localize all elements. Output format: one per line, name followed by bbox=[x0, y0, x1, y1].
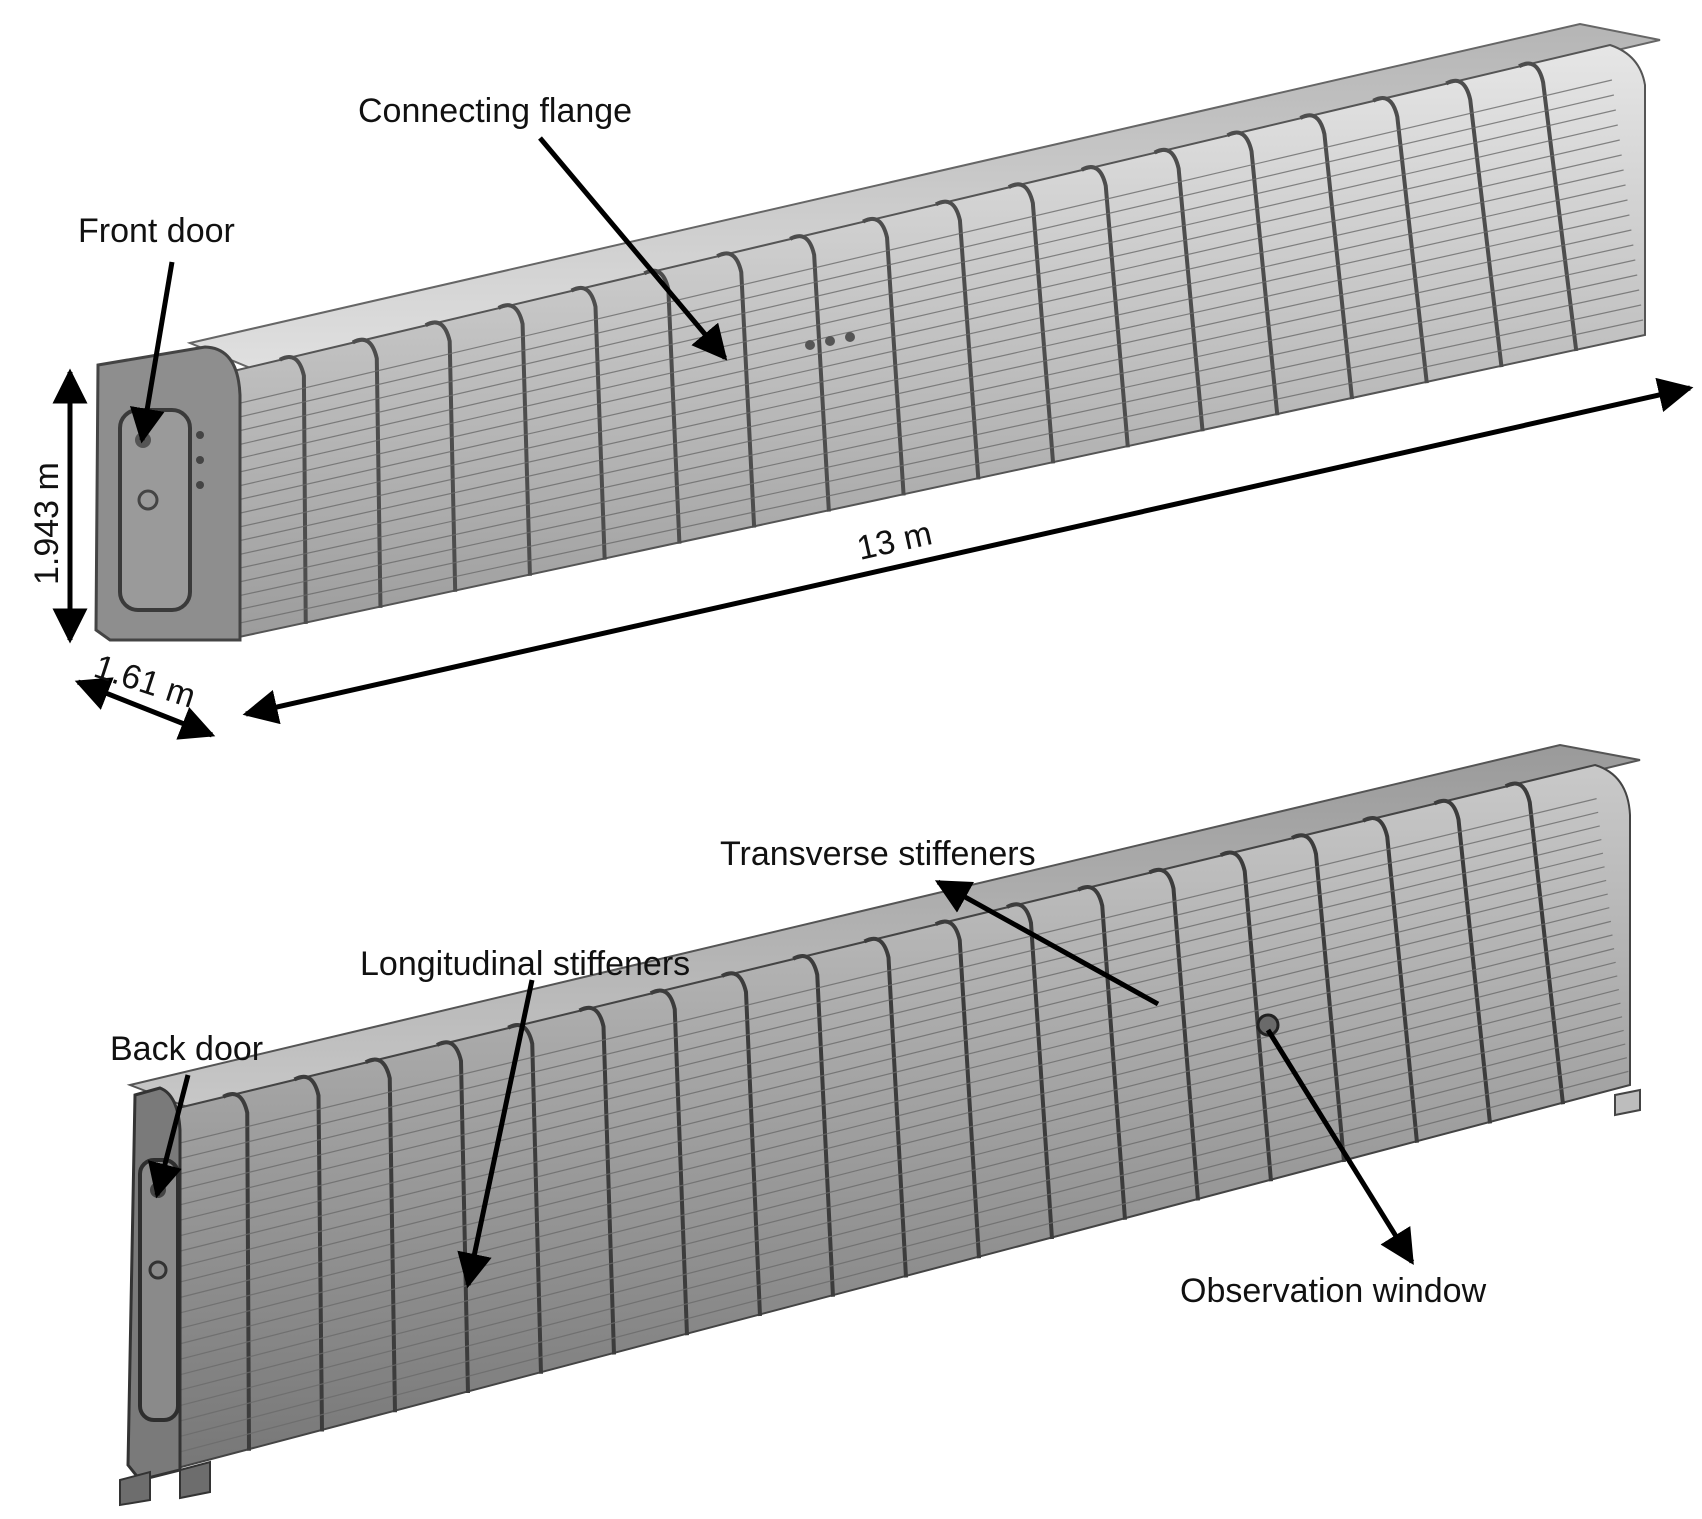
arrow-observation-window bbox=[1265, 1028, 1415, 1265]
port-hole bbox=[825, 336, 835, 346]
transverse-rib bbox=[424, 320, 458, 592]
transverse-rib bbox=[293, 1074, 324, 1432]
observation-window bbox=[1256, 1013, 1280, 1037]
annotation-labels: Connecting flange Front door 1.943 m 1.6… bbox=[28, 92, 1487, 1310]
label-front-door: Front door bbox=[78, 212, 235, 250]
transverse-rib bbox=[1299, 113, 1355, 400]
longitudinal-line bbox=[169, 907, 1610, 1270]
arrow-length-dimension bbox=[242, 377, 1694, 725]
transverse-rib bbox=[649, 988, 689, 1336]
label-transverse-stiffeners: Transverse stiffeners bbox=[720, 835, 1036, 873]
longitudinal-line bbox=[169, 948, 1615, 1317]
transverse-rib bbox=[792, 954, 835, 1297]
transverse-rib bbox=[721, 971, 762, 1317]
longitudinal-line bbox=[224, 79, 1613, 408]
front-door bbox=[118, 408, 192, 612]
transverse-rib bbox=[578, 1005, 616, 1355]
support-foot bbox=[179, 1460, 211, 1500]
label-back-door: Back door bbox=[110, 1030, 263, 1068]
longitudinal-line bbox=[169, 1043, 1626, 1425]
back-door-latch bbox=[148, 1260, 168, 1280]
longitudinal-line bbox=[169, 1057, 1627, 1440]
longitudinal-line bbox=[169, 825, 1600, 1177]
support-foot bbox=[1614, 1088, 1641, 1117]
label-longitudinal-stiffeners: Longitudinal stiffeners bbox=[360, 945, 690, 983]
front-door-bolt bbox=[196, 431, 204, 439]
transverse-rib bbox=[222, 1092, 251, 1451]
longitudinal-line bbox=[169, 866, 1605, 1224]
longitudinal-line bbox=[169, 988, 1620, 1363]
arrow-longitudinal-stiffeners bbox=[457, 979, 535, 1289]
transverse-rib bbox=[351, 337, 383, 608]
arrow-front-door bbox=[129, 261, 175, 444]
longitudinal-line bbox=[169, 1016, 1623, 1394]
longitudinal-line bbox=[169, 879, 1607, 1239]
transverse-rib bbox=[1153, 147, 1205, 432]
longitudinal-line bbox=[169, 1002, 1621, 1378]
longitudinal-line bbox=[169, 893, 1608, 1255]
transverse-stiffener-ribs-top bbox=[278, 61, 1579, 624]
longitudinal-line bbox=[169, 1029, 1624, 1409]
transverse-rib bbox=[789, 234, 831, 512]
transverse-rib bbox=[1362, 816, 1419, 1143]
label-connecting-flange: Connecting flange bbox=[358, 92, 632, 130]
transverse-rib bbox=[1433, 798, 1492, 1124]
longitudinal-line bbox=[169, 1070, 1629, 1456]
arrow-back-door bbox=[147, 1074, 191, 1199]
label-height: 1.943 m bbox=[28, 462, 66, 585]
longitudinal-line bbox=[169, 852, 1604, 1208]
transverse-rib bbox=[1518, 61, 1579, 352]
transverse-rib bbox=[570, 285, 607, 560]
port-hole bbox=[845, 332, 855, 342]
tank-bottom-side bbox=[169, 763, 1631, 1472]
transverse-rib bbox=[278, 354, 308, 624]
longitudinal-stiffener-lines-bottom bbox=[169, 798, 1629, 1456]
transverse-rib bbox=[1080, 165, 1130, 448]
arrow-connecting-flange bbox=[538, 136, 728, 361]
port-hole bbox=[805, 340, 815, 350]
transverse-rib bbox=[1148, 867, 1200, 1201]
arrow-width-dimension bbox=[74, 677, 216, 740]
transverse-rib bbox=[1504, 781, 1565, 1105]
front-door-bolt bbox=[196, 456, 204, 464]
transverse-rib bbox=[1006, 902, 1054, 1240]
tank-back-view bbox=[119, 743, 1641, 1507]
transverse-rib bbox=[1372, 96, 1429, 384]
transverse-rib bbox=[934, 199, 981, 480]
transverse-rib bbox=[716, 251, 757, 528]
label-observation-window: Observation window bbox=[1180, 1272, 1487, 1310]
arrow-transverse-stiffeners bbox=[934, 879, 1160, 1007]
back-door bbox=[138, 1158, 180, 1422]
support-foot bbox=[119, 1470, 151, 1507]
longitudinal-line bbox=[169, 975, 1618, 1347]
transverse-rib bbox=[1291, 833, 1346, 1163]
longitudinal-line bbox=[169, 961, 1616, 1332]
transverse-rib bbox=[364, 1057, 397, 1413]
longitudinal-line bbox=[169, 838, 1602, 1193]
transverse-rib bbox=[1007, 182, 1056, 464]
transverse-rib bbox=[1445, 78, 1504, 368]
longitudinal-line bbox=[169, 811, 1599, 1162]
label-width: 1.61 m bbox=[90, 647, 201, 715]
transverse-rib bbox=[436, 1040, 470, 1394]
transverse-rib bbox=[1077, 885, 1127, 1220]
transverse-rib bbox=[507, 1023, 543, 1374]
longitudinal-line bbox=[169, 934, 1613, 1301]
transverse-stiffener-ribs-bottom bbox=[222, 781, 1565, 1451]
longitudinal-line bbox=[169, 798, 1597, 1147]
front-door-latch bbox=[137, 489, 159, 511]
transverse-rib bbox=[1219, 850, 1273, 1182]
transverse-rib bbox=[862, 216, 906, 496]
transverse-rib bbox=[863, 936, 908, 1278]
front-door-bolt bbox=[196, 481, 204, 489]
longitudinal-line bbox=[169, 920, 1612, 1286]
transverse-rib bbox=[497, 303, 532, 576]
longitudinal-line bbox=[224, 94, 1615, 422]
annotation-arrows bbox=[52, 136, 1694, 1289]
transverse-rib bbox=[934, 919, 981, 1259]
transverse-rib bbox=[1226, 130, 1280, 416]
tank-top-roof bbox=[186, 22, 1661, 372]
